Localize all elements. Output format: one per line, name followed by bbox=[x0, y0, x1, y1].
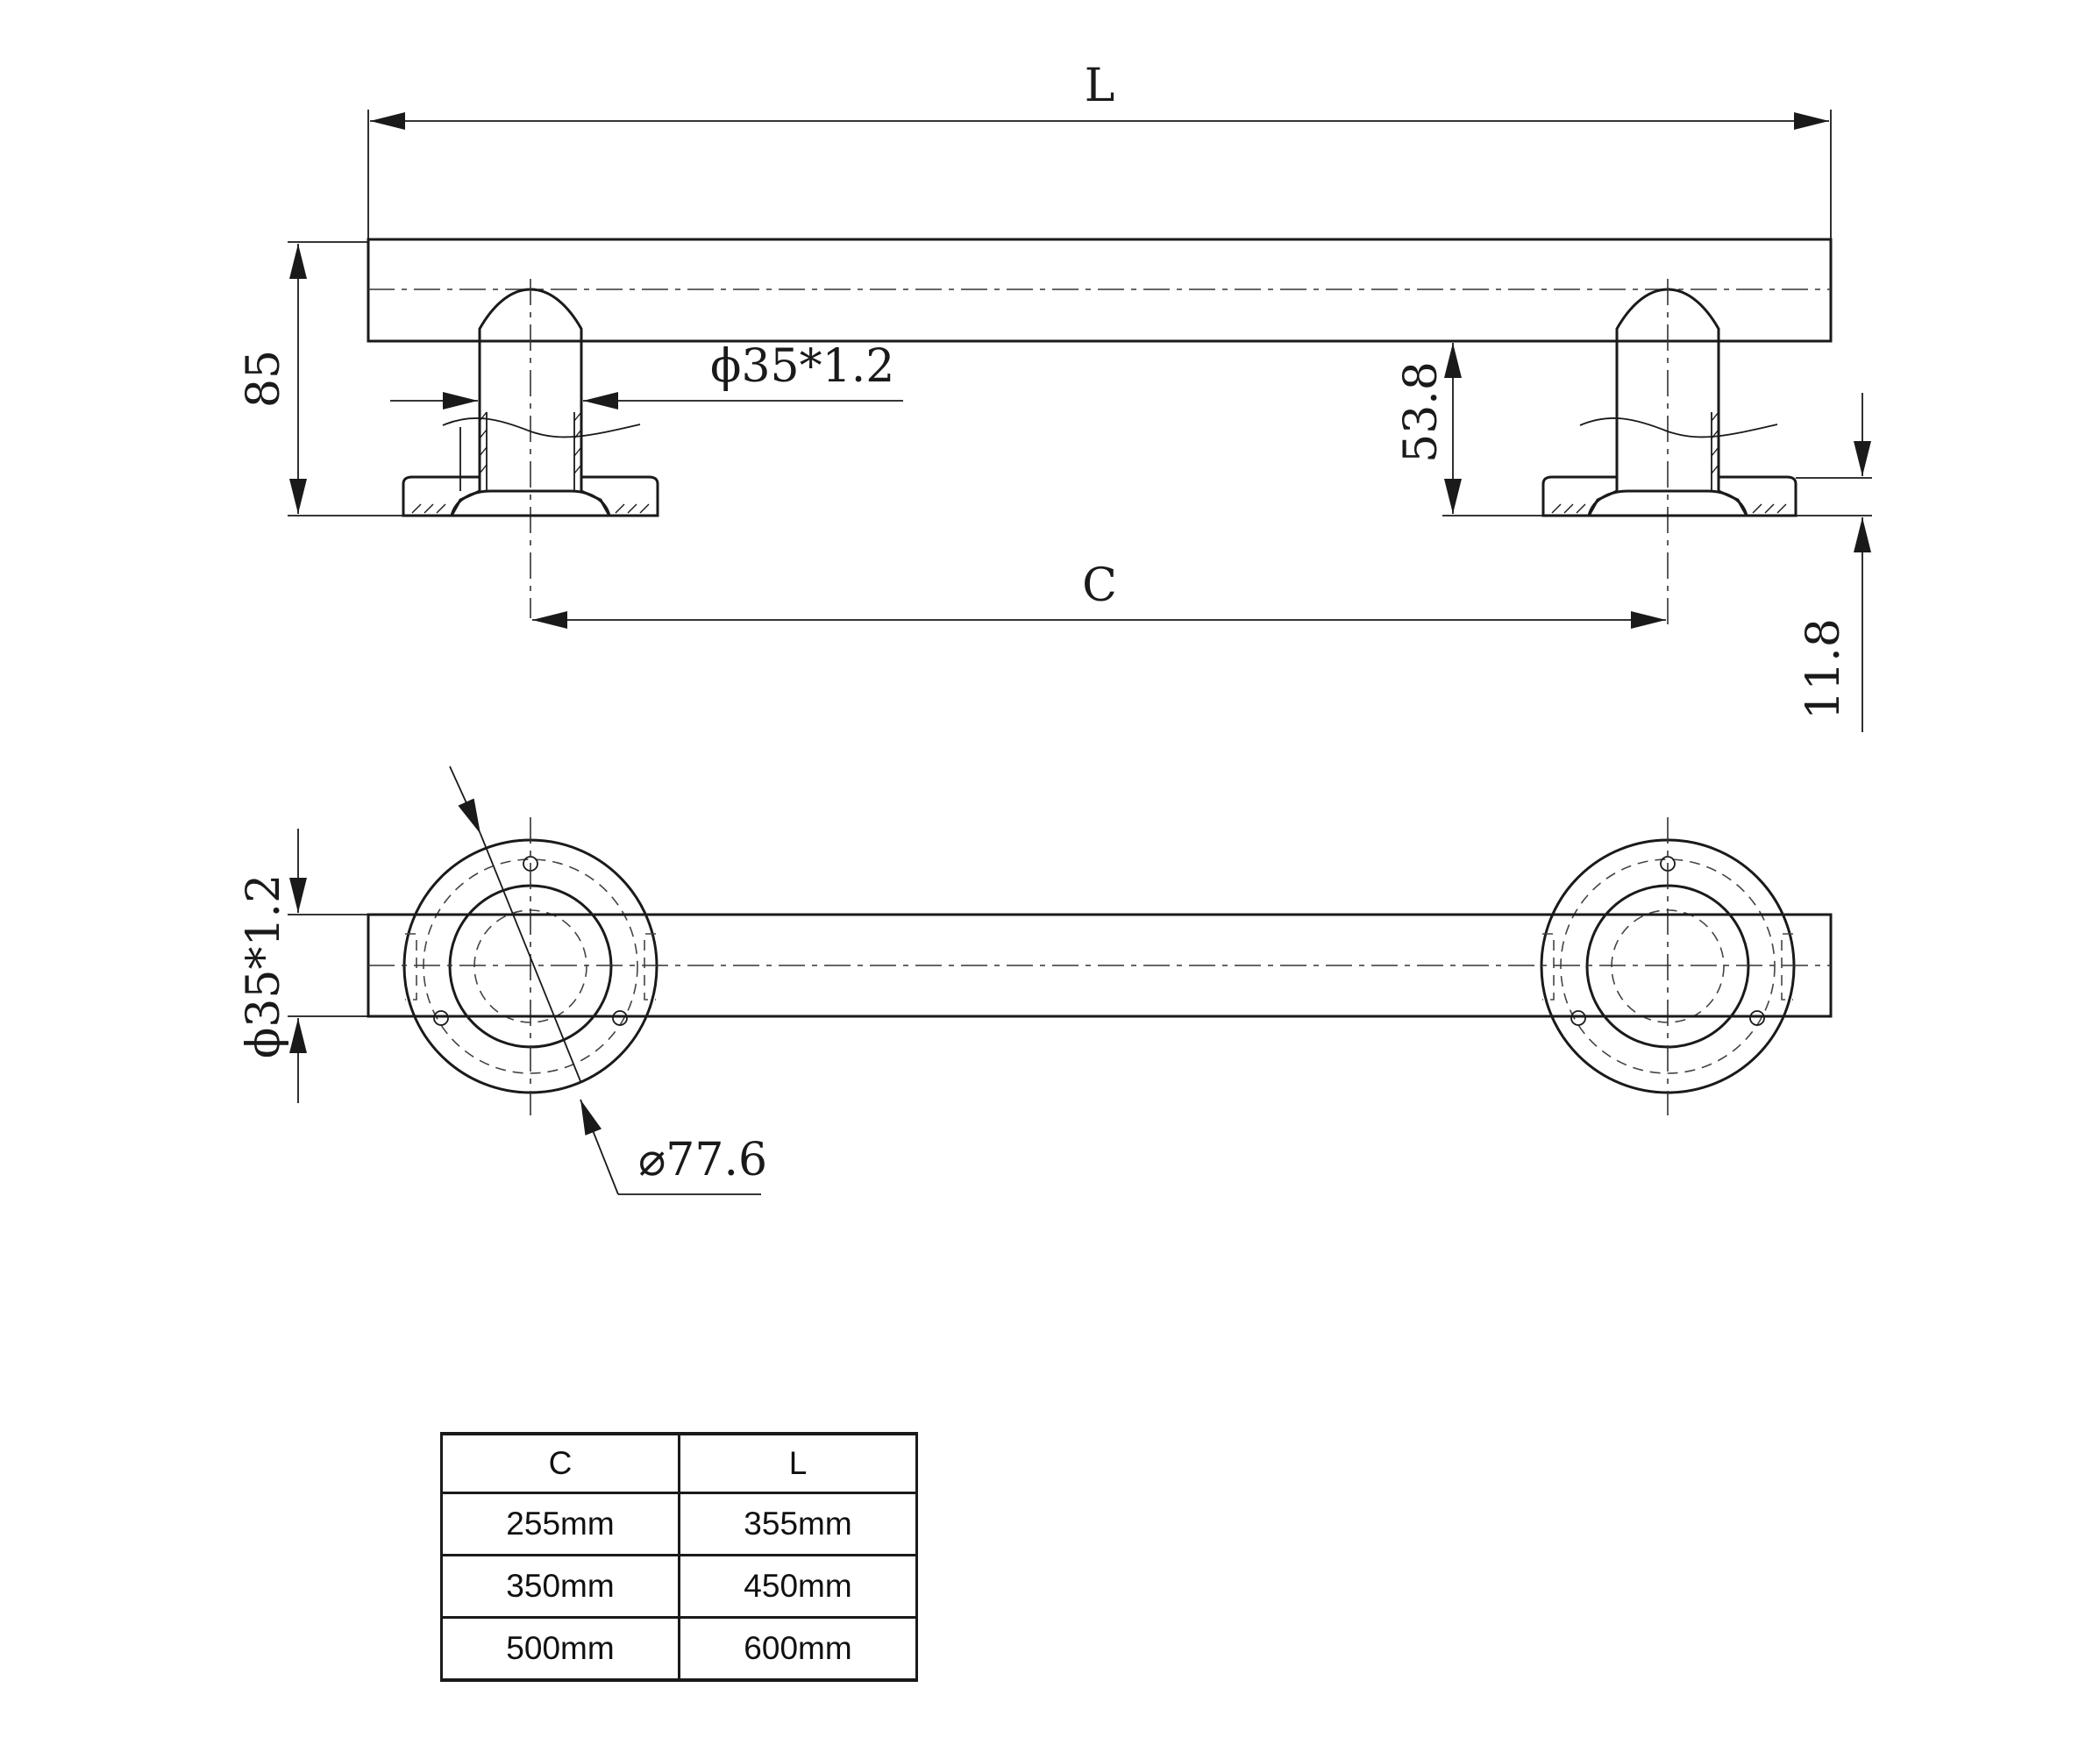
table-cell: 350mm bbox=[440, 1554, 680, 1619]
dim-label-L: L bbox=[1085, 60, 1115, 112]
table-cell: 450mm bbox=[678, 1554, 918, 1619]
grab-bar-side bbox=[367, 238, 1833, 343]
dim-label-tube-top: ϕ35*1.2 bbox=[238, 874, 290, 1058]
table-header-row: C L bbox=[440, 1432, 918, 1494]
dim-label-85: 85 bbox=[238, 350, 290, 408]
table-row: 255mm 355mm bbox=[440, 1492, 918, 1556]
dim-label-C: C bbox=[1082, 559, 1117, 612]
left-post bbox=[402, 279, 659, 618]
side-view: L 85 bbox=[238, 60, 1872, 732]
table-row: 500mm 600mm bbox=[440, 1616, 918, 1682]
top-view: ϕ35*1.2 ⌀77.6 bbox=[238, 766, 1833, 1195]
table-header-l: L bbox=[678, 1432, 918, 1494]
size-table: C L 255mm 355mm 350mm 450mm 500mm 600mm bbox=[440, 1432, 918, 1682]
table-cell: 500mm bbox=[440, 1616, 680, 1682]
dim-line-flange bbox=[580, 1099, 619, 1195]
table-header-c: C bbox=[440, 1432, 680, 1494]
left-flange-top bbox=[402, 817, 658, 1115]
dim-label-tube-side: ϕ35*1.2 bbox=[710, 340, 894, 393]
right-post bbox=[1541, 279, 1797, 631]
dim-label-53-8: 53.8 bbox=[1395, 361, 1448, 463]
dim-label-flange: ⌀77.6 bbox=[638, 1134, 767, 1186]
dim-label-11-8: 11.8 bbox=[1797, 618, 1850, 720]
table-cell: 600mm bbox=[678, 1616, 918, 1682]
table-cell: 255mm bbox=[440, 1492, 680, 1556]
table-row: 350mm 450mm bbox=[440, 1554, 918, 1619]
right-flange-top bbox=[1540, 817, 1796, 1115]
table-cell: 355mm bbox=[678, 1492, 918, 1556]
